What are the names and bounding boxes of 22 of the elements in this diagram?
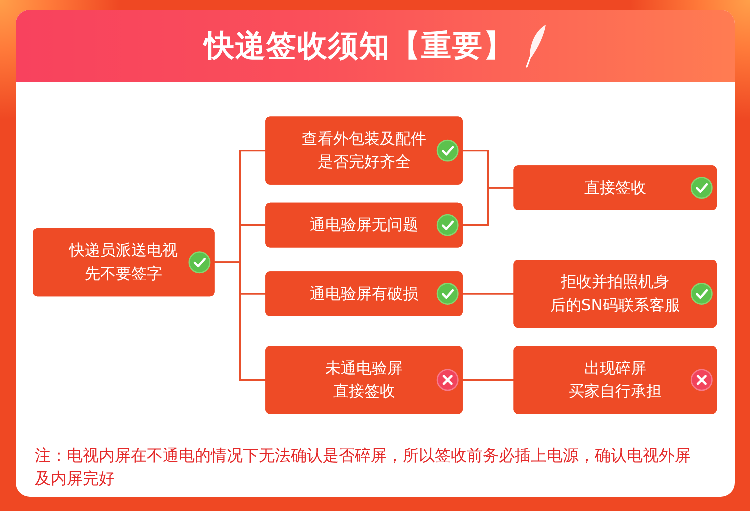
- node-text: 直接签收: [584, 178, 646, 200]
- note-text: 注：电视内屏在不通电的情况下无法确认是否碎屏，所以签收前务必插上电源，确认电视外屏及内屏完好: [35, 445, 692, 490]
- node-text: 通电验屏无问题: [310, 215, 419, 236]
- node-text: 出现碎屏买家自行承担: [568, 358, 662, 403]
- process-box: [266, 202, 463, 248]
- connector-line: [214, 262, 266, 382]
- node-text: 快递员派送电视先不要签字: [70, 240, 178, 286]
- process-box: [266, 272, 463, 316]
- process-box: [514, 346, 717, 414]
- connector-line: [462, 379, 514, 382]
- node-text: 拒收并拍照机身后的SN码联系客服: [550, 272, 680, 317]
- process-box: [266, 346, 463, 414]
- process-box: [266, 116, 463, 185]
- node-text: 查看外包装及配件是否完好齐全: [302, 129, 426, 174]
- process-box: [33, 228, 215, 297]
- connector-line: [462, 293, 514, 295]
- connector-line: [462, 187, 514, 226]
- process-box: [514, 260, 717, 328]
- node-text: 未通电验屏直接签收: [326, 358, 404, 403]
- process-box: [514, 166, 717, 210]
- diagram-title: 快递签收须知【重要】: [204, 28, 514, 66]
- node-text: 通电验屏有破损: [310, 284, 419, 306]
